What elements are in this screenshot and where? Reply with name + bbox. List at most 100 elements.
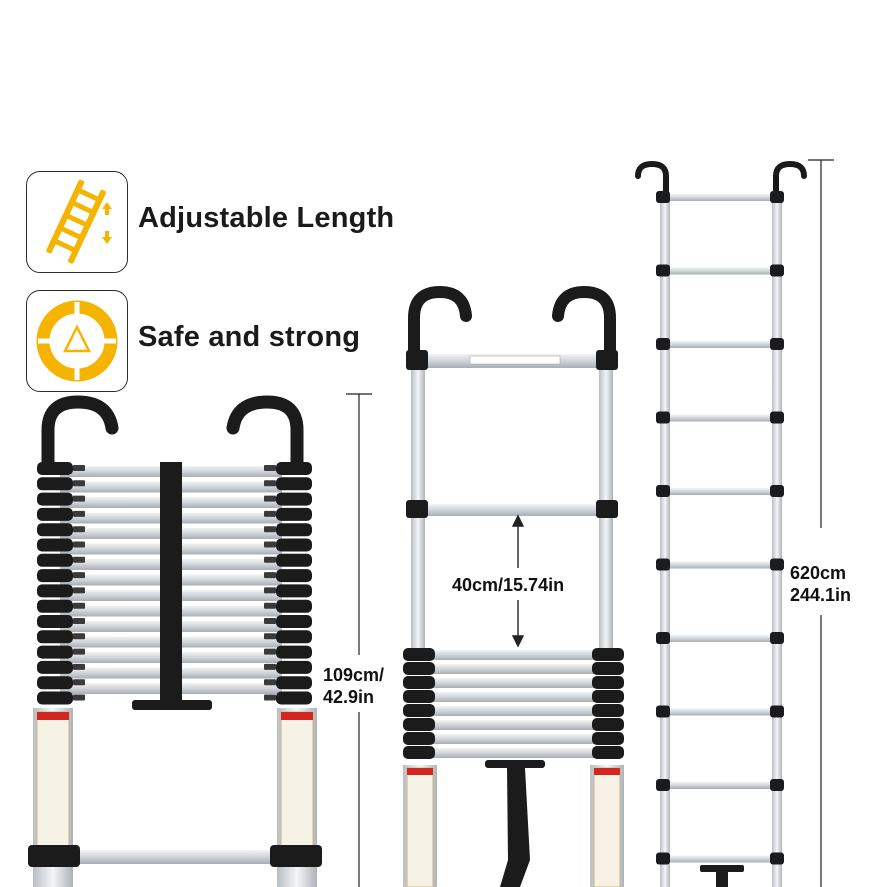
rung-end-cap [37,676,73,690]
left-hook [41,395,119,472]
extended-height-label: 620cm 244.1in [790,562,851,606]
rung-end-cap [276,599,312,613]
rung-end-cap [37,645,73,659]
rung-end-cap [403,704,435,717]
rung-end-cap [276,523,312,537]
rung-end-cap [264,663,276,670]
rung-end-cap [592,648,624,661]
rung-end-cap [592,690,624,703]
rung-end-cap [592,718,624,731]
rung-spacing-label: 40cm/15.74in [452,575,565,595]
safety-ring-icon [36,300,118,382]
rung-end-cap [656,558,670,571]
rung-end-cap [73,679,85,686]
rung-end-cap [73,694,85,701]
collapsed-height-cm: 109cm/ [323,665,385,685]
warning-label-left [36,711,70,853]
rung-end-cap [592,704,624,717]
rung-end-cap [276,462,312,475]
stacked-rung [420,650,606,660]
rung-end-cap [73,633,85,640]
rung-end-cap [37,507,73,521]
rung-end-cap [264,679,276,686]
rung-end-cap [403,746,435,759]
feature-label-safe: Safe and strong [138,321,361,353]
rung-end-cap [37,492,73,506]
rung [666,635,776,642]
rung-end-cap [264,587,276,594]
warning-label-right [280,711,314,853]
rung-end-cap [770,779,784,791]
rung-end-cap [770,264,784,277]
rung-end-cap [264,648,276,655]
extended-ladder [635,160,807,887]
rung-end-cap [73,541,85,548]
rung-end-cap [37,538,73,552]
rung-end-cap [403,648,435,661]
rung-end-cap [276,660,312,674]
rung-end-cap [592,732,624,745]
rung-end-cap [276,492,312,506]
rung-end-cap [264,510,276,517]
rung-end-cap [37,553,73,567]
rung-end-cap [403,732,435,745]
rung-end-cap [276,615,312,628]
collapsed-height-label: 109cm/ 42.9in [323,664,384,708]
rung-end-cap [656,264,670,277]
rung-end-cap [770,485,784,497]
rung-end-cap [592,746,624,759]
rung-end-cap [264,556,276,563]
rung-end-cap [37,569,73,583]
rung-end-cap [264,526,276,533]
rung-end-cap [73,602,85,609]
strap [160,462,182,702]
rung-end-cap [37,615,73,628]
stacked-rung [420,748,606,758]
rung-end-cap [656,705,670,718]
collapsed-height-in: 42.9in [323,687,375,707]
rung-end-cap [276,645,312,659]
rung [666,267,776,275]
rung-end-cap [73,526,85,533]
rung-end-cap [264,633,276,640]
rung-end-cap [276,538,312,552]
rung [666,855,776,863]
rung-end-cap [770,558,784,571]
rung-end-cap [770,705,784,718]
rung-end-cap [276,630,312,644]
rung-end-cap [73,556,85,563]
rung-end-cap [264,572,276,579]
rung-end-cap [37,462,73,475]
rung-end-cap [770,411,784,424]
stacked-rung [420,720,606,730]
rung-spacing-dimension [511,514,525,648]
rung-end-cap [264,618,276,624]
stacked-rung [420,692,606,702]
stacked-rung [420,706,606,716]
ladder-icon [46,179,112,264]
stacked-rung [420,734,606,744]
rung-end-cap [264,465,276,471]
adjustable-length-badge [26,171,128,273]
rung-end-cap [770,338,784,350]
rung-end-cap [770,852,784,865]
rung-end-cap [73,587,85,594]
rung-end-cap [264,602,276,609]
rung-end-cap [276,507,312,521]
rung-end-cap [37,523,73,537]
rung [666,488,776,495]
rung-end-cap [592,662,624,675]
safe-strong-badge [26,290,128,392]
rung-end-cap [403,676,435,689]
rung-end-cap [403,690,435,703]
feature-label-adjustable: Adjustable Length [138,202,395,234]
rung-end-cap [73,465,85,471]
rung-end-cap [37,584,73,598]
rung [666,414,776,422]
rung-end-cap [656,632,670,644]
rung [666,782,776,789]
rung-end-cap [592,676,624,689]
rung-end-cap [656,338,670,350]
partial-ladder [403,285,624,887]
